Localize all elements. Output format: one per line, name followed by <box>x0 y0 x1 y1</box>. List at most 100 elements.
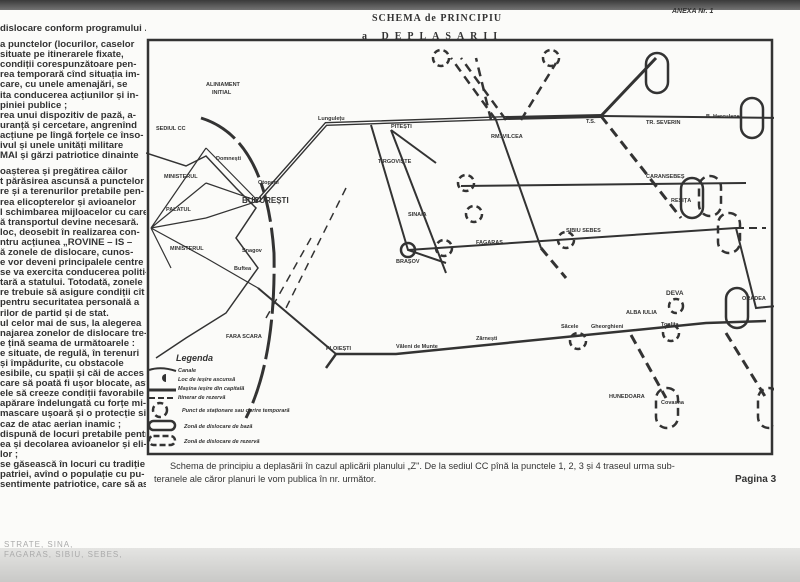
label-snagov: Snagov <box>242 248 263 254</box>
article-line: apărare îndelungată cu forțe mi- <box>0 398 146 410</box>
dislocation-zones <box>399 48 774 430</box>
article-line: dislocare conform programului . <box>0 24 146 34</box>
diagram-caption: Schema de principiu a deplasării în cazu… <box>154 460 675 486</box>
label-ministerul-2: MINISTERUL <box>170 246 204 252</box>
label-resita: REȘIȚA <box>671 198 691 204</box>
label-covasna: Covasna <box>661 400 685 406</box>
label-sinaia: SINAIA <box>408 212 427 218</box>
label-alignment-2: INITIAL <box>212 90 232 96</box>
label-tirgoviste: TIRGOVIȘTE <box>378 159 412 165</box>
article-line: e țină seama de următoarele : <box>0 337 135 349</box>
article-line: și împădurite, cu obstacole <box>0 358 124 369</box>
article-line: rea elicopterelor și avioanelor <box>0 196 136 208</box>
legend-item: Loc de ieșire ascunsă <box>178 377 235 383</box>
article-column: dislocare conform programului . a punctel… <box>0 24 146 490</box>
article-line: a punctelor (locurilor, caselor <box>0 39 135 51</box>
article-line: najarea zonelor de dislocare tre- <box>0 327 146 339</box>
article-line: ivul și unele unități militare <box>0 140 124 152</box>
label-ministerul: MINISTERUL <box>164 174 198 180</box>
article-line: tară a statului. Totodată, zonele <box>0 277 143 289</box>
article-line: lor ; <box>0 448 19 460</box>
label-sacele: Săcele <box>561 324 578 330</box>
legend-item: Mașina ieșire din capitală <box>178 386 244 392</box>
article-line: care, cu unele amenajări, se <box>0 79 128 91</box>
article-line: se va exercita conducerea politi- <box>0 267 146 279</box>
label-palatul: PALATUL <box>166 207 191 213</box>
diagram-subtitle: a DEPLASARII <box>362 31 504 42</box>
article-line: ntru acțiunea „ROVINE – IS – <box>0 236 133 248</box>
article-line: dispună de locuri pretabile pentru <box>0 428 146 440</box>
label-rm-vilcea: RM. VILCEA <box>491 134 523 140</box>
article-line: condiții corespunzătoare pen- <box>0 59 137 71</box>
article-line: t părăsirea ascunsă a punctelor <box>0 176 144 188</box>
article-line: oașterea și pregătirea căilor <box>0 166 128 178</box>
label-alignment: ALINIAMENT <box>206 82 241 88</box>
article-line: situate pe itinerarele fixate, <box>0 49 124 61</box>
article-line: ul celor mai de sus, la alegerea <box>0 317 142 329</box>
label-valenii: Văleni de Munte <box>396 344 438 350</box>
legend-item: Zonă de dislocare de bază <box>183 424 252 430</box>
label-alba-iulia: ALBA IULIA <box>626 310 657 316</box>
label-tr-severin: TR. SEVERIN <box>646 120 681 126</box>
legend-item: Punct de staționare sau oprire temporară <box>182 408 290 414</box>
article-line: l schimbarea mijloacelor cu care <box>0 206 146 218</box>
article-line: rea unui dispozitiv de pază, a- <box>0 109 136 121</box>
label-bucuresti: BUCUREȘTI <box>242 196 289 205</box>
article-line: ă transportul devine necesară. <box>0 216 139 228</box>
article-line: e vor deveni principalele centre <box>0 257 144 269</box>
legend-item: Itinerar de rezervă <box>178 395 225 401</box>
article-line: se găsească în locuri cu tradiție în <box>0 458 146 470</box>
article-line: ele să creeze condiții favorabile <box>0 388 144 400</box>
legend: Legenda Canale Loc de ieșire ascunsă Maș… <box>147 353 290 447</box>
article-line: ea și decolarea avioanelor și eli- <box>0 438 146 450</box>
label-deva: DEVA <box>666 290 684 297</box>
bucharest-boundary <box>146 152 259 359</box>
label-ploiesti: PLOIEȘTI <box>326 346 352 352</box>
label-sibiu-sebes: SIBIU SEBES <box>566 228 601 234</box>
article-line: rea temporară cînd situația im- <box>0 69 140 81</box>
label-fagaras: FAGARAS <box>476 240 503 246</box>
label-b-herculane: B. Herculane <box>706 114 740 120</box>
article-line: pentru securitatea personală a <box>0 297 140 309</box>
annex-label: ANEXA Nr. 1 <box>672 8 714 15</box>
label-pitesti: PITEȘTI <box>391 124 412 130</box>
article-line: esibile, cu spații și căi de acces <box>0 368 144 380</box>
bucharest-routes <box>150 147 259 289</box>
label-gheorghieni: Gheorghieni <box>591 324 624 330</box>
article-line: ita conducerea acțiunilor și in- <box>0 89 139 101</box>
article-line: ă zonele de dislocare, cunos- <box>0 246 134 258</box>
label-ts: T.S. <box>586 119 596 125</box>
article-line: caz de atac aerian inamic ; <box>0 418 122 430</box>
legend-item: Canale <box>178 368 196 374</box>
bleed-line-1: STRATE, SINA, <box>4 540 74 549</box>
label-oradea: ORADEA <box>742 296 766 302</box>
article-line: loc, deosebit în realizarea con- <box>0 226 140 238</box>
bleed-line-2: FAGARAS, SIBIU, SEBES, <box>4 550 123 559</box>
article-line: re trebuie să asigure condiții cît <box>0 287 145 299</box>
label-buftea: Buftea <box>234 266 252 272</box>
label-lunguletu: Lungulețu <box>318 116 345 122</box>
label-caransebes: CARANSEBEȘ <box>646 174 685 180</box>
label-brasov: BRAȘOV <box>396 259 420 265</box>
article-line: mascare ușoară și o protecție si- <box>0 408 146 420</box>
initial-alignment-arc <box>200 116 276 419</box>
article-line: e situate, de regulă, în terenuri <box>0 347 140 359</box>
caption-line-2: teranele ale căror planuri le vom public… <box>154 474 377 484</box>
label-fara-scara: FARA SCARA <box>226 334 262 340</box>
label-sediu-cc: SEDIUL CC <box>156 126 186 132</box>
article-line: patriei, avînd o populație cu pu- <box>0 469 145 481</box>
scan-bottom <box>0 548 800 582</box>
article-line: re și a terenurilor pretabile pen- <box>0 186 144 198</box>
article-line: MAI și gărzi patriotice dinainte <box>0 150 139 162</box>
label-otopeni: Otopeni <box>258 180 279 186</box>
bleed-through-text: STRATE, SINA, FAGARAS, SIBIU, SEBES, <box>4 540 122 560</box>
diagram-title: SCHEMA de PRINCIPIU <box>372 13 503 24</box>
article-line: uranță și cercetare, angrenînd <box>0 119 138 131</box>
article-line: acțiune pe lîngă forțele ce înso- <box>0 129 144 141</box>
legend-item: Zonă de dislocare de rezervă <box>183 439 260 445</box>
article-line: care să poată fi ușor blocate, ast- <box>0 378 146 390</box>
article-line: sentimente patriotice, care să asi- <box>0 479 146 491</box>
label-hunedoara: HUNEDOARA <box>609 394 645 400</box>
label-toplita: Toplița <box>661 322 680 328</box>
diagram-frame <box>146 38 774 456</box>
